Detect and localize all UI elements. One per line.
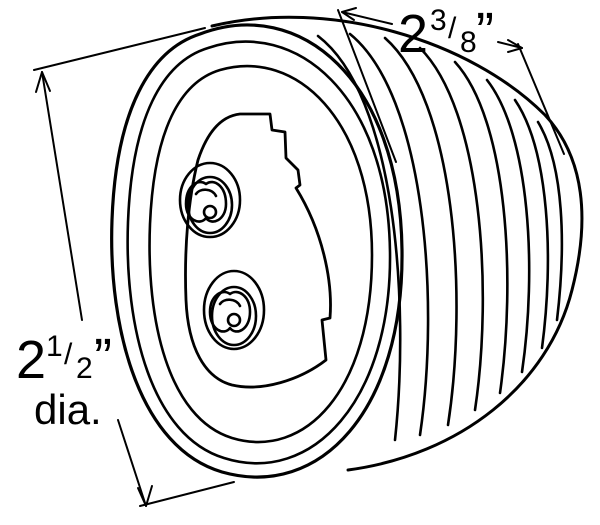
diameter-slash: /	[64, 338, 73, 371]
diameter-dimension-line-upper	[41, 71, 83, 321]
lamp-face-inner-ring	[148, 64, 374, 444]
length-arrow-left	[341, 7, 357, 21]
diameter-unit-mark: ”	[94, 328, 112, 388]
diameter-suffix: dia.	[34, 386, 102, 433]
diameter-label: 2 1 / 2 ” dia.	[16, 328, 112, 433]
lamp-ribs	[316, 32, 564, 442]
diameter-arrow-bottom	[137, 485, 153, 507]
diameter-whole: 2	[16, 330, 46, 390]
diameter-arrow-top	[35, 71, 51, 93]
upper-terminal	[178, 161, 242, 239]
length-denominator: 8	[460, 26, 477, 59]
diameter-denominator: 2	[76, 352, 93, 385]
lamp-face-outer-ring	[110, 23, 404, 479]
length-numerator: 3	[430, 4, 447, 37]
lower-terminal	[202, 269, 266, 351]
length-label: 2 3 / 8 ”	[398, 2, 494, 64]
length-dimension-line-right	[497, 41, 523, 49]
diameter-numerator: 1	[46, 330, 63, 363]
diameter-extension-bottom	[139, 481, 235, 507]
diameter-dimension-line-lower	[117, 419, 147, 507]
length-extension-left	[337, 9, 397, 163]
lamp-body	[210, 15, 584, 472]
lamp-face-middle-ring	[126, 40, 392, 465]
length-extension-right	[517, 43, 565, 155]
diameter-extension-top	[33, 27, 206, 71]
length-dimension	[337, 7, 565, 163]
socket-plate	[184, 112, 332, 389]
length-unit-mark: ”	[476, 2, 494, 62]
diameter-dimension	[33, 27, 235, 507]
length-whole: 2	[398, 4, 428, 64]
length-dimension-line-left	[341, 11, 393, 25]
length-slash: /	[448, 12, 457, 45]
length-arrow-right	[507, 39, 523, 53]
